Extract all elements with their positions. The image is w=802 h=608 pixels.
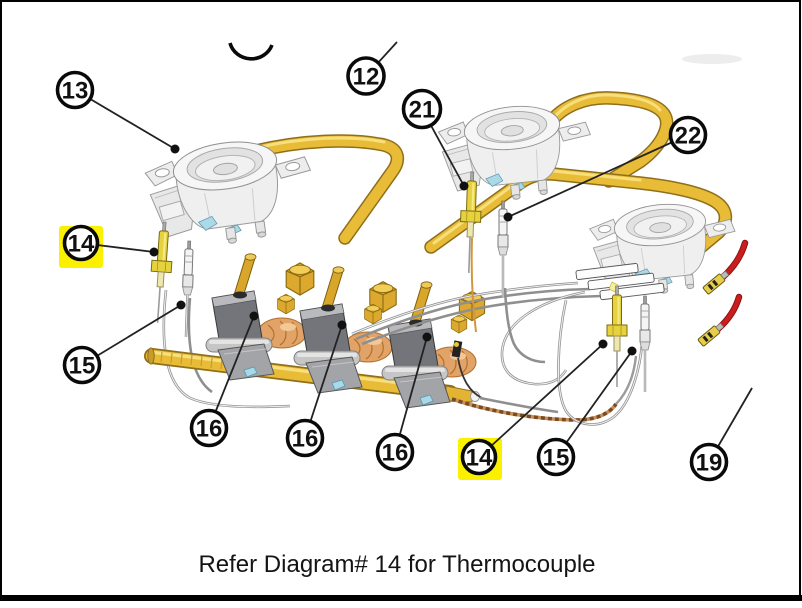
leader-dot — [627, 346, 637, 356]
thermocouple-capillary-middle — [470, 237, 477, 333]
callout-number: 12 — [353, 64, 380, 91]
caption: Refer Diagram# 14 for Thermocouple — [198, 551, 595, 578]
callout-circle — [285, 418, 325, 458]
igniter-electrode-right — [638, 294, 652, 394]
callout-leader-line — [394, 336, 428, 453]
callout-circle — [62, 224, 100, 262]
callout-circle — [346, 56, 386, 96]
callout-15-right: 15 — [536, 346, 637, 477]
leader-dot — [459, 181, 469, 191]
thermocouple-capillary-twisted — [451, 355, 638, 422]
cropped-callout-arc — [228, 42, 274, 61]
callout-circle — [689, 442, 729, 482]
callout-circle — [189, 408, 229, 448]
callout-number: 16 — [196, 416, 223, 443]
callout-number: 19 — [696, 450, 723, 477]
callout-12: 12 — [346, 41, 398, 96]
callout-19: 19 — [689, 387, 753, 482]
callout-number: 22 — [675, 123, 702, 150]
callout-circle — [55, 70, 95, 110]
callout-13: 13 — [55, 70, 180, 154]
callout-16-left: 16 — [189, 311, 259, 448]
callout-circle — [401, 88, 443, 130]
spark-electrode-bracket — [451, 340, 483, 399]
callout-number: 15 — [69, 353, 96, 380]
callout-14-right: 14 — [458, 339, 608, 480]
callout-15-left: 15 — [62, 300, 186, 385]
leader-dot — [170, 144, 180, 154]
brass-nut-small-1 — [277, 293, 295, 315]
callout-21: 21 — [401, 88, 469, 191]
brass-nut-1 — [285, 262, 315, 296]
callout-leader-line — [478, 343, 604, 458]
leader-dot — [249, 311, 259, 321]
callout-number: 21 — [409, 97, 436, 124]
spade-connector-2 — [697, 321, 726, 348]
callout-22: 22 — [503, 115, 708, 222]
burner-assembly-2 — [436, 98, 597, 208]
leader-dot — [337, 320, 347, 330]
red-igniter-wire-2 — [697, 293, 743, 348]
leader-dot — [149, 247, 159, 257]
leader-dot — [422, 332, 432, 342]
callout-leader-line — [555, 350, 633, 458]
igniter-wire-right-loop — [500, 287, 644, 426]
callout-circle — [536, 437, 576, 477]
callout-number: 14 — [68, 231, 95, 258]
callout-leader-line — [304, 324, 343, 439]
callout-number: 15 — [543, 445, 570, 472]
callout-number: 16 — [292, 426, 319, 453]
gas-tube-burner1 — [245, 134, 405, 245]
leader-dot — [176, 300, 186, 310]
callout-circle — [375, 432, 415, 472]
spade-connector-1 — [702, 269, 731, 296]
callout-16-middle: 16 — [285, 320, 347, 458]
igniter-connector-blocks — [575, 263, 665, 301]
callout-number: 14 — [466, 445, 493, 472]
callout-leader-line — [74, 89, 176, 150]
callout-16-right: 16 — [375, 332, 432, 472]
brass-nut-small-2 — [364, 303, 382, 325]
callout-leader-line — [208, 315, 255, 429]
thermocouple-probe-left — [146, 220, 176, 325]
brass-nut-small-3 — [450, 314, 468, 334]
callout-circle — [460, 438, 498, 476]
callout-leader-line — [507, 134, 689, 218]
callout-number: 16 — [382, 440, 409, 467]
gas-tube-burner2-loop — [542, 91, 674, 188]
igniter-electrode-left — [179, 239, 196, 339]
leader-dot — [598, 339, 608, 349]
faint-smudge — [682, 54, 742, 64]
callout-circle — [62, 345, 102, 385]
callout-number: 13 — [62, 78, 89, 105]
leader-dot — [503, 212, 513, 222]
callout-14-left: 14 — [59, 224, 159, 268]
callout-circle — [668, 115, 708, 155]
red-igniter-wire-1 — [702, 239, 749, 296]
